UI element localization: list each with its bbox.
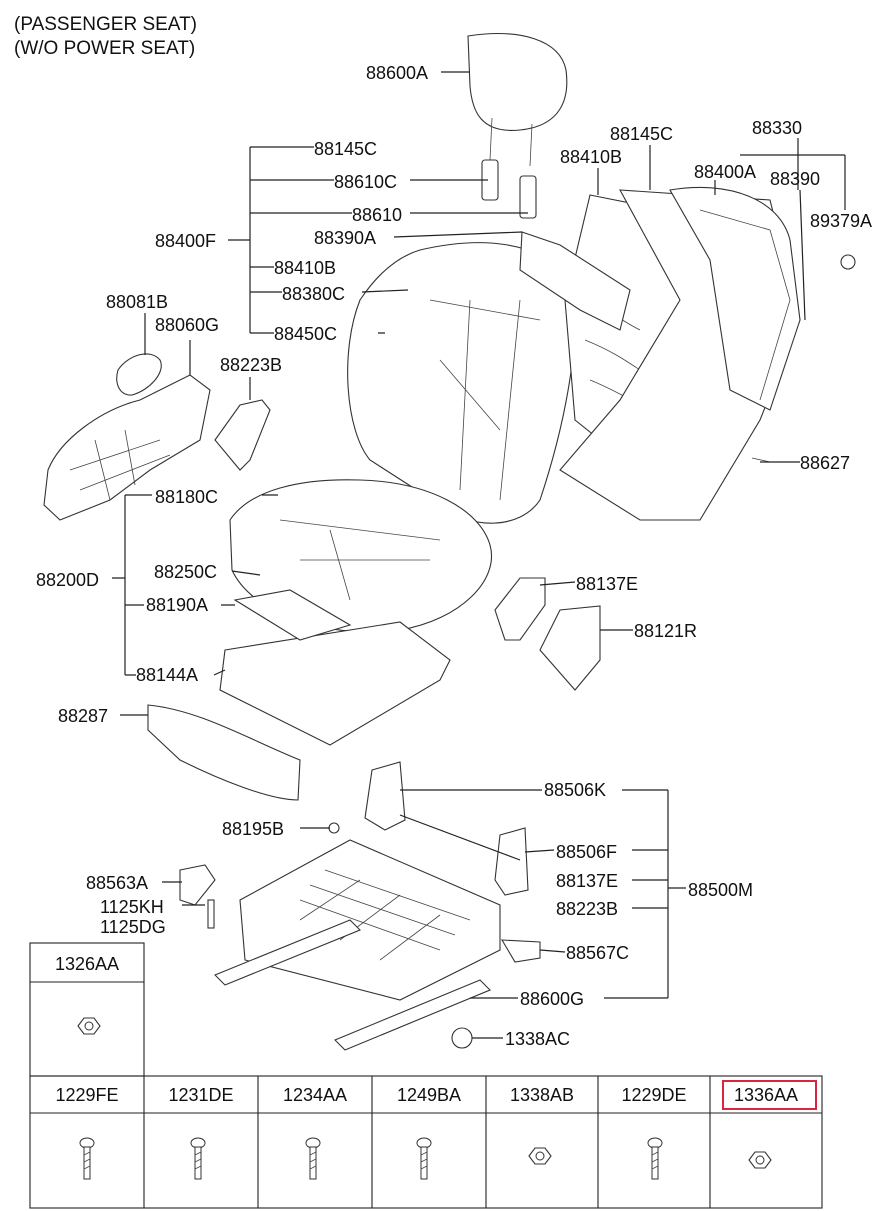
screw-icon (416, 1137, 432, 1180)
diagram-title-line1: (PASSENGER SEAT) (14, 14, 197, 35)
clip-89379A-drawing (840, 254, 856, 270)
small-cover-drawing (179, 864, 216, 906)
callout-label: 1338AC (505, 1029, 570, 1049)
side-cover-drawing (539, 605, 601, 691)
cushion-base-drawing (219, 621, 451, 746)
callout-label: 88180C (155, 487, 218, 507)
callout-label: 88610C (334, 172, 397, 192)
callout-label: 1125KH (100, 897, 164, 917)
callout-label: 88600G (520, 989, 584, 1009)
table-header-cell: 1231DE (168, 1085, 233, 1105)
callout-label: 88144A (136, 665, 198, 685)
callout-label: 88410B (560, 147, 622, 167)
headrest-guide-right (519, 175, 537, 219)
leader-lines (112, 71, 846, 1039)
callout-label: 88200D (36, 570, 99, 590)
screw-icon (647, 1137, 663, 1180)
seatback-pad-drawing (669, 186, 801, 411)
callout-label: 88223B (220, 355, 282, 375)
nut-icon (528, 1147, 552, 1165)
table-header-cell: 1234AA (283, 1085, 347, 1105)
table-header-cell: 1229DE (621, 1085, 686, 1105)
callout-label: 88450C (274, 324, 337, 344)
nut-icon (77, 1017, 101, 1035)
callout-label: 88380C (282, 284, 345, 304)
bolt-88195B-drawing (328, 822, 340, 834)
callout-label: 88400A (694, 162, 756, 182)
callout-label: 88390 (770, 169, 820, 189)
fastener-table: 1326AA 1229FE 1231DE 1234AA 1249BA 1338A… (29, 942, 823, 1209)
screw-icon (190, 1137, 206, 1180)
recline-knob-drawing (116, 353, 162, 396)
callout-label: 88563A (86, 873, 148, 893)
table-header-cell: 1336AA (734, 1085, 798, 1105)
table-header-cell: 1326AA (55, 954, 119, 974)
callout-label: 88410B (274, 258, 336, 278)
callout-label: 88287 (58, 706, 108, 726)
callout-label: 1125DG (100, 917, 166, 937)
seat-frame-drawing (239, 839, 501, 1001)
recliner-cover-drawing (494, 577, 546, 641)
callout-label: 88060G (155, 315, 219, 335)
table-header-cell: 1229FE (55, 1085, 118, 1105)
callout-label: 88137E (556, 871, 618, 891)
screw-icon (79, 1137, 95, 1180)
callout-label: 88081B (106, 292, 168, 312)
callout-label: 88610 (352, 205, 402, 225)
bracket-drawing (214, 399, 271, 471)
callout-label: 88250C (154, 562, 217, 582)
diagram-title-line2: (W/O POWER SEAT) (14, 38, 196, 59)
callout-label: 88330 (752, 118, 802, 138)
seat-rail-left-drawing (214, 919, 361, 986)
table-header-cell: 1338AB (510, 1085, 574, 1105)
callout-label: 88121R (634, 621, 697, 641)
seat-rail-right-drawing (334, 979, 491, 1051)
headrest-drawing (467, 33, 568, 131)
callout-label: 88506F (556, 842, 617, 862)
callout-label: 88145C (610, 124, 673, 144)
callout-label: 88506K (544, 780, 606, 800)
callout-label: 88137E (576, 574, 638, 594)
side-shield-drawing (43, 374, 211, 521)
callout-label: 88400F (155, 231, 216, 251)
callout-label: 88390A (314, 228, 376, 248)
callout-label: 88500M (688, 880, 753, 900)
switch-cover-drawing (501, 939, 541, 963)
callout-label: 88195B (222, 819, 284, 839)
recliner-bracket-left-drawing (364, 761, 406, 831)
callout-label: 88600A (366, 63, 428, 83)
callout-label: 88145C (314, 139, 377, 159)
wire-mat-drawing (519, 231, 631, 331)
nut-icon (748, 1151, 772, 1169)
highlight-box (722, 1080, 817, 1110)
callout-label: 88190A (146, 595, 208, 615)
callout-label: 88627 (800, 453, 850, 473)
recliner-bracket-right-drawing (494, 827, 529, 896)
screw-icon (305, 1137, 321, 1180)
callout-labels: 88600A 88145C 88610C 88610 88400F 88390A… (36, 63, 872, 1049)
bolt-1125KH-drawing (207, 899, 215, 929)
cushion-mat-drawing (233, 589, 352, 641)
front-trim-drawing (147, 704, 301, 801)
callout-label: 88567C (566, 943, 629, 963)
callout-label: 88223B (556, 899, 618, 919)
nut-1338AC-drawing (451, 1027, 473, 1049)
table-header-cell: 1249BA (397, 1085, 461, 1105)
callout-label: 89379A (810, 211, 872, 231)
